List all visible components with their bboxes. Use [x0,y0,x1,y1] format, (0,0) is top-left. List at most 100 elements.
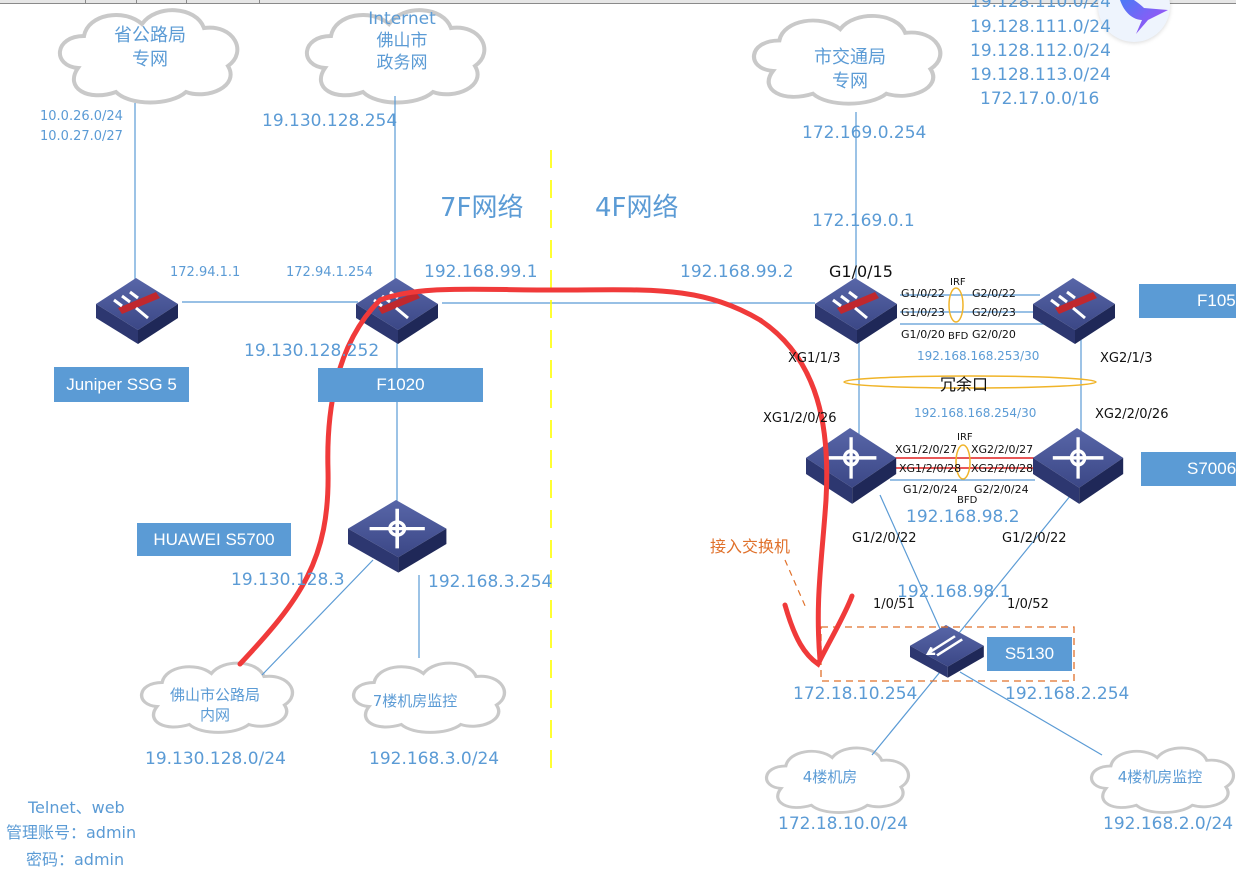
port-g1-2-0-24: G1/2/0/24 [903,483,958,496]
cloud-line: 4楼机房监控 [1117,768,1203,786]
port-xg1-1-3: XG1/1/3 [788,351,841,366]
link-s5130-floor4 [871,671,941,756]
port-1-0-52: 1/0/52 [1007,597,1049,612]
link-s5130-floor4-monitor [959,671,1103,756]
cloud-line: 4楼机房 [802,768,858,786]
route-4: 19.128.113.0/24 [970,65,1111,85]
note-password: 密码：admin [26,850,125,869]
note-protocols: Telnet、web [28,798,125,817]
port-xg1-2-0-27: XG1/2/0/27 [895,443,958,456]
port-xg1-2-0-26: XG1/2/0/26 [763,411,837,426]
route-3: 19.128.112.0/24 [970,41,1111,61]
tab-cell [187,0,260,3]
cloud-line: 市交通局 [814,47,886,68]
drawn-path-arrow [237,286,830,667]
ip-s5130-right: 192.168.2.254 [1005,684,1130,704]
ip-f1020-to-f105: 192.168.99.1 [424,262,538,282]
juniper-firewall-icon[interactable] [96,278,178,344]
label-juniper: Juniper SSG 5 [54,367,189,402]
ip-f1020-to-juniper: 172.94.1.254 [286,265,373,280]
cloud-floor4-room-label: 4楼机房 [780,767,880,787]
cloud-line: 专网 [832,71,868,93]
tab-cell [86,0,137,3]
cloud-line: 专网 [132,49,168,71]
port-g1-2-0-22-right: G1/2/0/22 [1002,531,1067,546]
port-irf-top: IRF [950,277,966,288]
cloud-line: 佛山市 [376,31,428,52]
f105-firewall-a-icon[interactable] [815,278,897,344]
label-s7006: S7006 [1141,452,1236,486]
label-redundant-port: 冗余口 [940,375,989,394]
ip-floor4-net: 172.18.10.0/24 [778,814,909,834]
irf-ring-bottom [955,444,971,480]
s7006-switch-a-icon[interactable] [806,428,897,504]
f105-firewall-b-icon[interactable] [1033,278,1115,344]
ip-f1020-lan: 19.130.128.252 [244,341,380,361]
redundancy-ring [843,375,1097,389]
port-xg2-2-0-28: XG2/2/0/28 [971,462,1034,475]
port-xg2-2-0-27: XG2/2/0/27 [971,443,1034,456]
zone-title-4f: 4F网络 [595,193,679,223]
ip-transport-gw: 172.169.0.254 [802,123,927,143]
cloud-provincial-label: 省公路局 专网 [100,24,200,73]
port-xg1-2-0-28: XG1/2/0/28 [899,462,962,475]
assistant-bird-icon [1120,0,1168,34]
label-s5130: S5130 [987,637,1072,671]
port-g2-0-20: G2/0/20 [972,328,1016,341]
label-f105: F105 [1139,284,1236,318]
cloud-line: 内网 [199,706,230,725]
port-g1-0-20: G1/0/20 [901,328,945,341]
link-s7006b-s5130 [954,489,1076,639]
route-2: 19.128.111.0/24 [970,17,1111,37]
port-1-0-51: 1/0/51 [873,597,915,612]
cloud-line: 省公路局 [114,25,186,46]
ip-huawei-down: 192.168.3.254 [428,572,553,592]
annotation-pointer [784,559,807,609]
ip-s5130-left: 172.18.10.254 [793,684,918,704]
ip-foshan-net: 19.130.128.0/24 [145,749,286,769]
window-top-edge [0,0,1236,4]
cloud-floor7-monitor-label: 7楼机房监控 [350,691,480,711]
s5130-access-switch-icon[interactable] [910,625,984,678]
cloud-line: 佛山市公路局 [169,686,260,704]
ip-transport-if: 172.169.0.1 [812,211,915,231]
huawei-switch-icon[interactable] [348,500,447,573]
link-s7006a-s5130 [879,494,946,641]
drawn-arrowhead [782,593,855,668]
assistant-bubble-button[interactable] [1098,0,1170,42]
port-bfd-bottom: BFD [957,495,978,506]
ip-prov-net1: 10.0.26.0/24 [40,109,123,124]
ip-redundant-top: 192.168.168.253/30 [917,349,1040,363]
route-1: 19.128.110.0/24 [970,0,1111,12]
port-g1-0-22: G1/0/22 [901,287,945,300]
port-g2-0-22: G2/0/22 [972,287,1016,300]
cloud-city-transport-label: 市交通局 专网 [800,46,900,95]
links [134,96,1103,756]
port-irf-bottom: IRF [957,432,973,443]
port-g1-2-0-22-left: G1/2/0/22 [852,531,917,546]
port-bfd-top: BFD [948,331,969,342]
port-xg2-2-0-26: XG2/2/0/26 [1095,407,1169,422]
ip-floor7-net: 192.168.3.0/24 [369,749,500,769]
cloud-foshan-intranet-label: 佛山市公路局 内网 [150,685,280,726]
port-g1-0-23: G1/0/23 [901,306,945,319]
s7006-switch-b-icon[interactable] [1033,428,1124,504]
irf-ring-top [948,287,964,323]
ip-huawei-up: 19.130.128.3 [231,570,345,590]
cloud-internet-label: Internet 佛山市 政务网 [352,8,452,74]
tab-cell [137,0,187,3]
cloud-floor4-monitor-label: 4楼机房监控 [1100,767,1220,787]
ip-s7006-vlan: 192.168.98.2 [906,507,1020,527]
annotation-access-switch: 接入交换机 [710,537,791,556]
port-g2-0-23: G2/0/23 [972,306,1016,319]
cloud-line: Internet [368,9,436,29]
ip-f105-to-f1020: 192.168.99.2 [680,262,794,282]
ip-floor4-mon-net: 192.168.2.0/24 [1103,814,1234,834]
irf-links-red [890,457,1040,469]
label-f1020: F1020 [318,368,483,402]
zone-title-7f: 7F网络 [440,193,524,223]
tab-cell [0,0,86,3]
ip-redundant-bottom: 192.168.168.254/30 [914,406,1037,420]
port-f105-up: G1/0/15 [829,262,893,281]
